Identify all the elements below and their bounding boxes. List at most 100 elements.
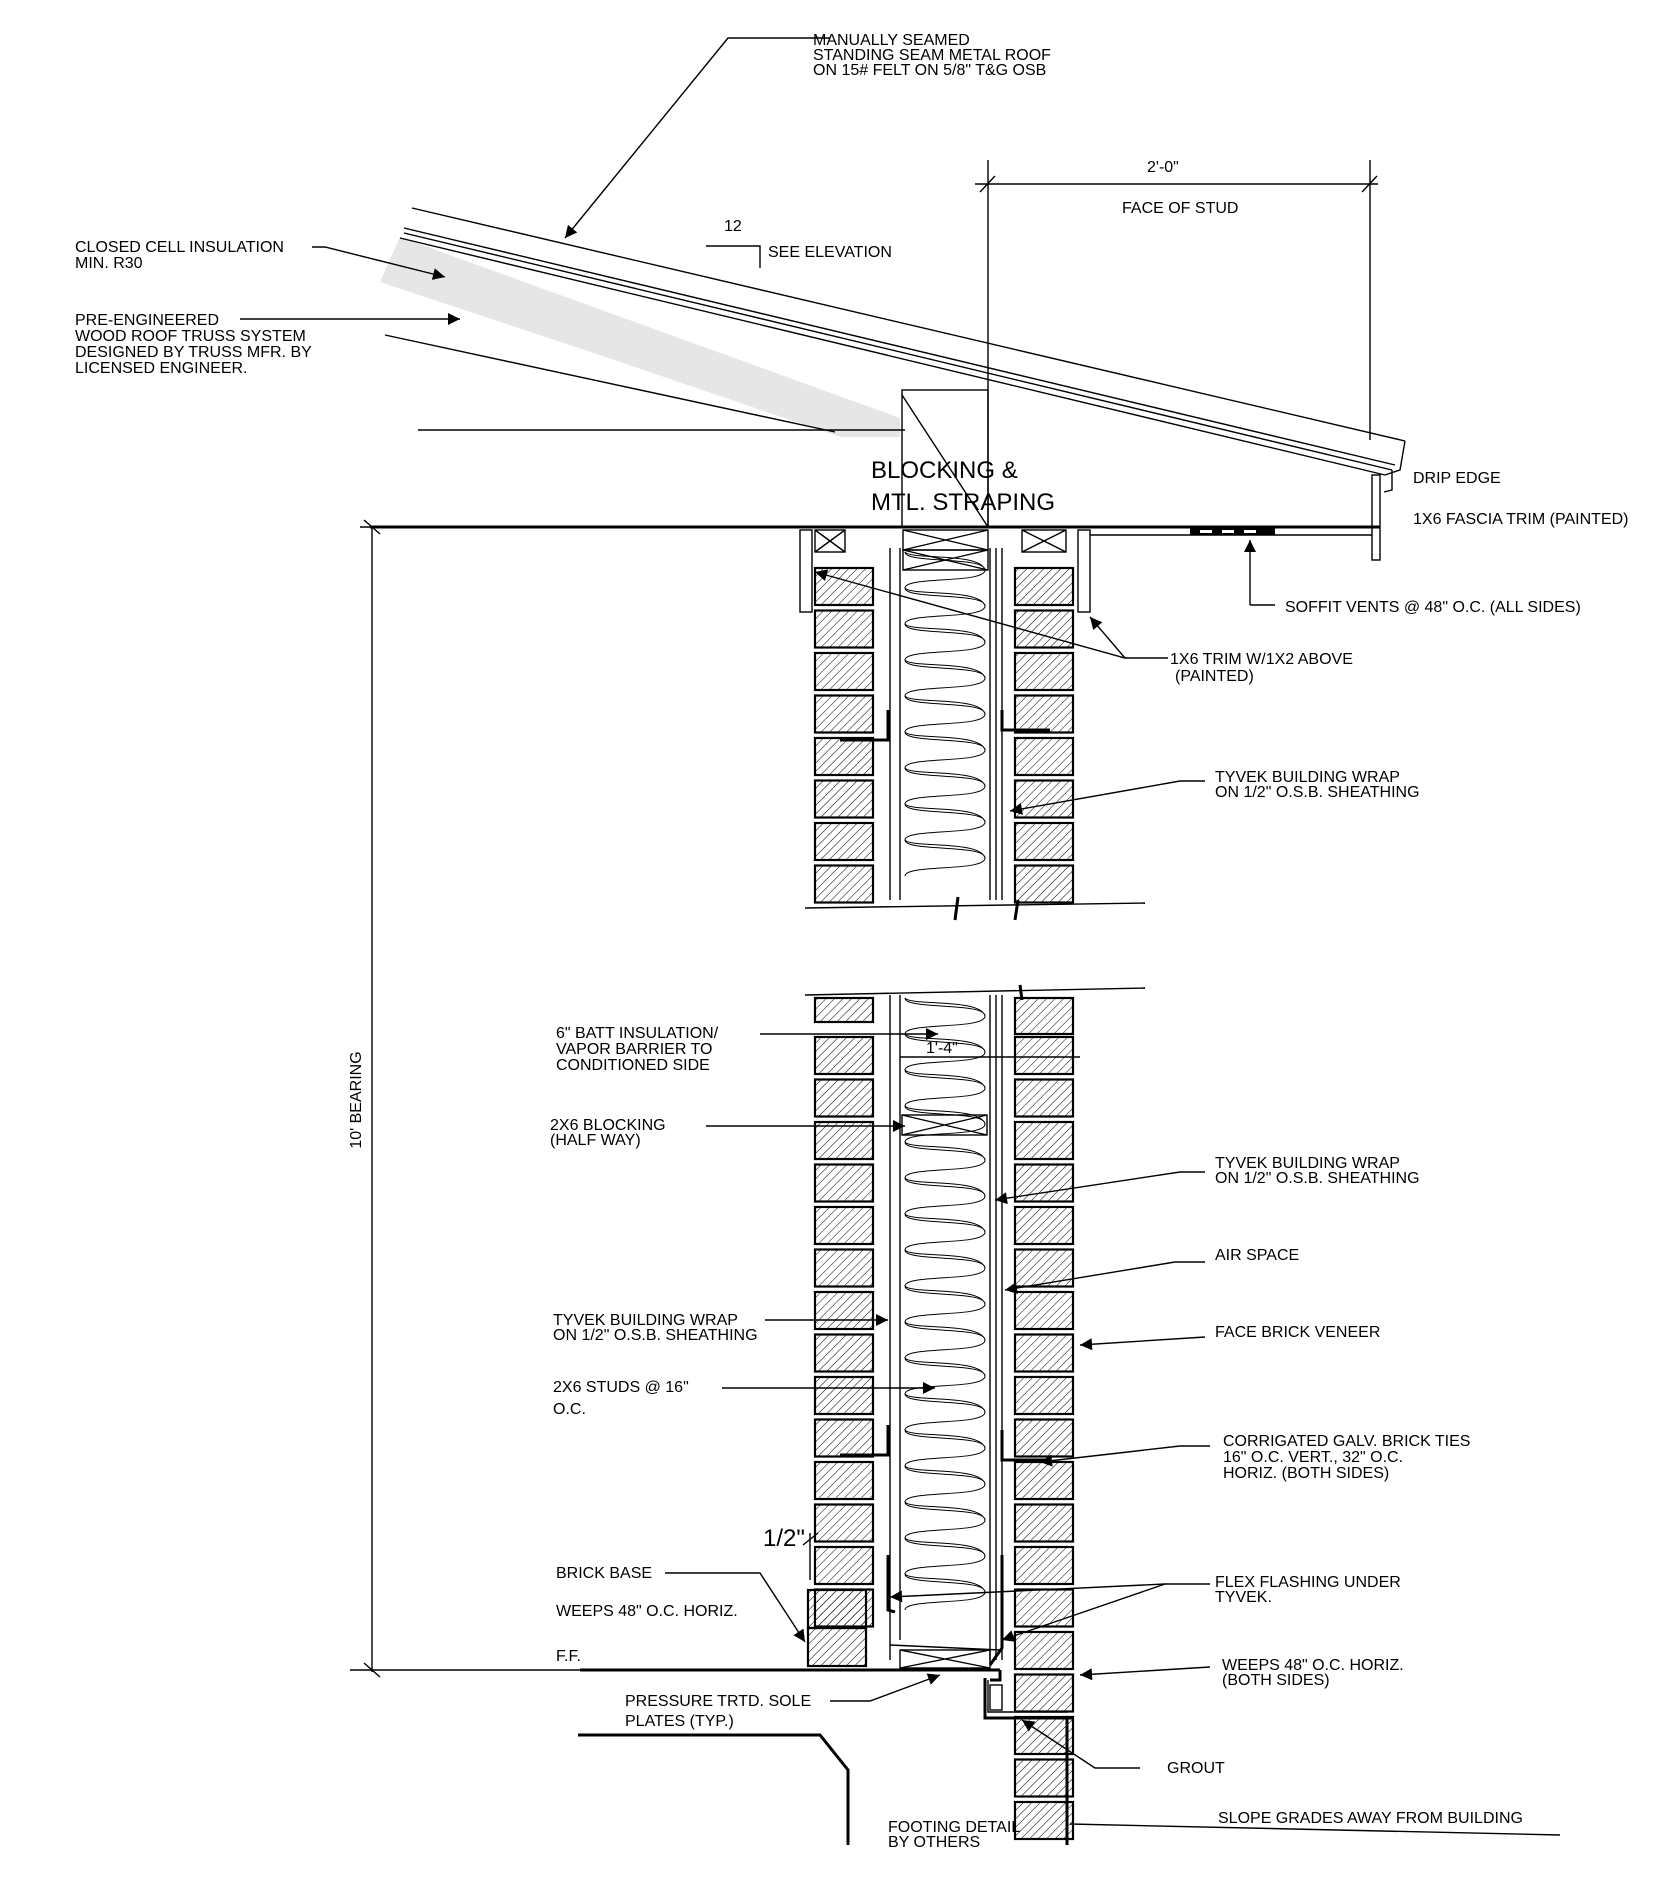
- wall-dimension: 1'-4": [926, 1040, 958, 1057]
- blocking-half-label-2: (HALF WAY): [550, 1132, 641, 1149]
- blocking-half-label-1: 2X6 BLOCKING: [550, 1117, 666, 1134]
- bearing-dimension: 10' BEARING: [348, 1051, 365, 1148]
- brick: [813, 1248, 875, 1288]
- brick: [1013, 1460, 1075, 1501]
- tyvek-right-label-2: ON 1/2" O.S.B. SHEATHING: [1215, 1170, 1420, 1187]
- batt-loop: [904, 1321, 986, 1359]
- brick: [813, 996, 875, 1024]
- svg-text:2X6 STUDS @ 16"O.C.: 2X6 STUDS @ 16" O.C.: [553, 1379, 689, 1418]
- brick: [1013, 1333, 1075, 1373]
- batt-loop: [904, 1285, 986, 1323]
- footing-label-1: FOOTING DETAIL: [888, 1819, 1020, 1836]
- brick-base-label: BRICK BASE: [556, 1565, 652, 1582]
- brick: [813, 694, 875, 734]
- trim-label-1: 1X6 TRIM W/1X2 ABOVE: [1170, 651, 1353, 668]
- batt-label-1: 6" BATT INSULATION/: [556, 1025, 719, 1042]
- roof-assembly: [380, 207, 1406, 561]
- weeps-right-label-1: WEEPS 48" O.C. HORIZ.: [1222, 1657, 1404, 1674]
- batt-loop: [904, 1393, 986, 1431]
- sole-plates-label-2: PLATES (TYP.): [625, 1713, 734, 1730]
- roof-label-1: MANUALLY SEAMED: [813, 32, 970, 49]
- face-of-stud-label: FACE OF STUD: [1122, 200, 1238, 217]
- roof-label-3: ON 15# FELT ON 5/8" T&G OSB: [813, 62, 1046, 79]
- drip-edge-shape: [1383, 470, 1393, 493]
- svg-text:WEEPS 48" O.C. HORIZ.(BOTH SID: WEEPS 48" O.C. HORIZ.(BOTH SIDES): [1222, 1657, 1404, 1689]
- batt-loop: [904, 587, 986, 625]
- batt-loop: [904, 1573, 986, 1611]
- batt-insulation: [904, 551, 986, 1611]
- brick: [1013, 1375, 1075, 1416]
- tyvek-left-label-2: ON 1/2" O.S.B. SHEATHING: [553, 1327, 758, 1344]
- brick: [1013, 1545, 1075, 1586]
- brick: [813, 736, 875, 777]
- brick: [813, 1205, 875, 1246]
- closed-cell-label-2: MIN. R30: [75, 255, 143, 272]
- studs-label-2: O.C.: [553, 1401, 586, 1418]
- brick: [813, 1290, 875, 1331]
- svg-text:1X6 TRIM W/1X2 ABOVE(PAINTED): 1X6 TRIM W/1X2 ABOVE(PAINTED): [1170, 651, 1353, 685]
- batt-loop: [904, 1465, 986, 1503]
- batt-loop: [904, 731, 986, 769]
- svg-text:2X6 BLOCKING(HALF WAY): 2X6 BLOCKING(HALF WAY): [550, 1117, 666, 1149]
- ties-label-1: CORRIGATED GALV. BRICK TIES: [1223, 1433, 1470, 1450]
- brick: [813, 1120, 875, 1161]
- batt-loop: [904, 1249, 986, 1287]
- flex-flashing-label-1: FLEX FLASHING UNDER: [1215, 1574, 1401, 1591]
- truss-label-4: LICENSED ENGINEER.: [75, 360, 247, 377]
- truss-label-1: PRE-ENGINEERED: [75, 312, 219, 329]
- leader-lines: [240, 37, 1275, 1769]
- tyvek-right-label-1: TYVEK BUILDING WRAP: [1215, 1155, 1400, 1172]
- brick: [1013, 1758, 1075, 1798]
- dimensions: [350, 160, 1378, 1678]
- soffit-vents-label: SOFFIT VENTS @ 48" O.C. (ALL SIDES): [1285, 599, 1581, 616]
- brick: [1013, 1588, 1075, 1628]
- blocking-label-1: BLOCKING &: [871, 457, 1018, 484]
- footing-label-2: BY OTHERS: [888, 1834, 980, 1851]
- brick: [1013, 1800, 1075, 1841]
- see-elevation-label: SEE ELEVATION: [768, 244, 892, 261]
- brick: [1013, 1120, 1075, 1161]
- batt-loop: [904, 997, 986, 1035]
- drip-edge-label: DRIP EDGE: [1413, 470, 1501, 487]
- ties-label-2: 16" O.C. VERT., 32" O.C.: [1223, 1449, 1403, 1466]
- brick: [1013, 1248, 1075, 1288]
- tyvek-upper-label-2: ON 1/2" O.S.B. SHEATHING: [1215, 784, 1420, 801]
- brick: [813, 779, 875, 819]
- brick: [1013, 1418, 1075, 1458]
- brick: [813, 1035, 875, 1076]
- sole-plates-label-1: PRESSURE TRTD. SOLE: [625, 1693, 811, 1710]
- brick: [806, 1588, 868, 1630]
- brick: [1013, 1205, 1075, 1246]
- brick: [1013, 566, 1075, 607]
- blocking-box: [901, 160, 989, 528]
- studs-label-1: 2X6 STUDS @ 16": [553, 1379, 689, 1396]
- brick: [1013, 694, 1075, 734]
- brick: [813, 1460, 875, 1501]
- truss-label-2: WOOD ROOF TRUSS SYSTEM: [75, 328, 306, 345]
- fascia-board: [1371, 474, 1381, 561]
- brick-ties: [840, 710, 1050, 1462]
- closed-cell-insulation-fill: [380, 237, 900, 437]
- batt-loop: [904, 1213, 986, 1251]
- brick: [813, 1503, 875, 1543]
- blocking-label-2: MTL. STRAPING: [871, 489, 1055, 516]
- brick: [1013, 1630, 1075, 1671]
- brick-veneer: [806, 566, 1075, 1841]
- face-brick-label: FACE BRICK VENEER: [1215, 1324, 1380, 1341]
- batt-loop: [904, 1069, 986, 1107]
- flex-flashing-label-2: TYVEK.: [1215, 1589, 1272, 1606]
- tyvek-left-label-1: TYVEK BUILDING WRAP: [553, 1312, 738, 1329]
- batt-loop: [904, 839, 986, 877]
- brick: [1013, 996, 1075, 1036]
- ceiling-soffit: [370, 525, 1380, 536]
- batt-loop: [904, 1105, 986, 1143]
- svg-text:BLOCKING &MTL. STRAPING: BLOCKING & MTL. STRAPING: [871, 457, 1055, 516]
- batt-loop: [904, 1033, 986, 1071]
- weeps-right-label-2: (BOTH SIDES): [1222, 1672, 1330, 1689]
